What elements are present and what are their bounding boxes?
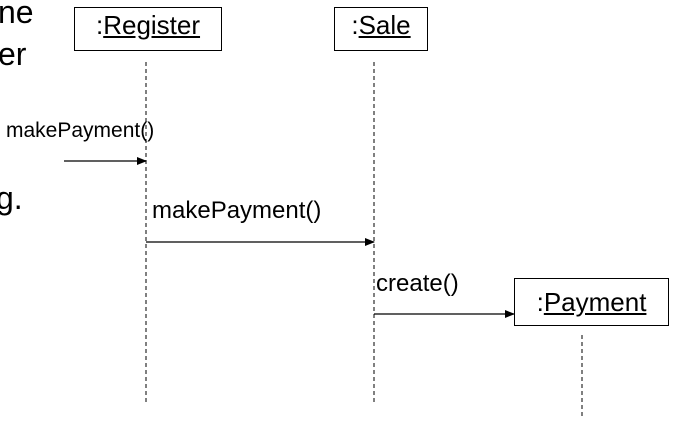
message-label-1: makePayment() [6, 119, 155, 142]
cut-off-text-line-1: ne [0, 0, 34, 30]
cut-off-text-line-3: g. [0, 180, 23, 216]
object-sale-name: Sale [358, 10, 411, 40]
object-register-prefix: : [95, 10, 104, 40]
object-register-name: Register [103, 10, 201, 40]
message-label-3: create() [376, 270, 459, 297]
object-payment-name: Payment [543, 287, 647, 317]
object-sale-prefix: : [351, 10, 359, 40]
object-payment-box: :Payment [514, 278, 669, 326]
message-label-2: makePayment() [152, 197, 322, 224]
object-sale-box: :Sale [334, 7, 428, 51]
object-register-box: :Register [74, 7, 222, 51]
object-payment-prefix: : [536, 287, 544, 317]
cut-off-text-line-2: er [0, 36, 27, 72]
